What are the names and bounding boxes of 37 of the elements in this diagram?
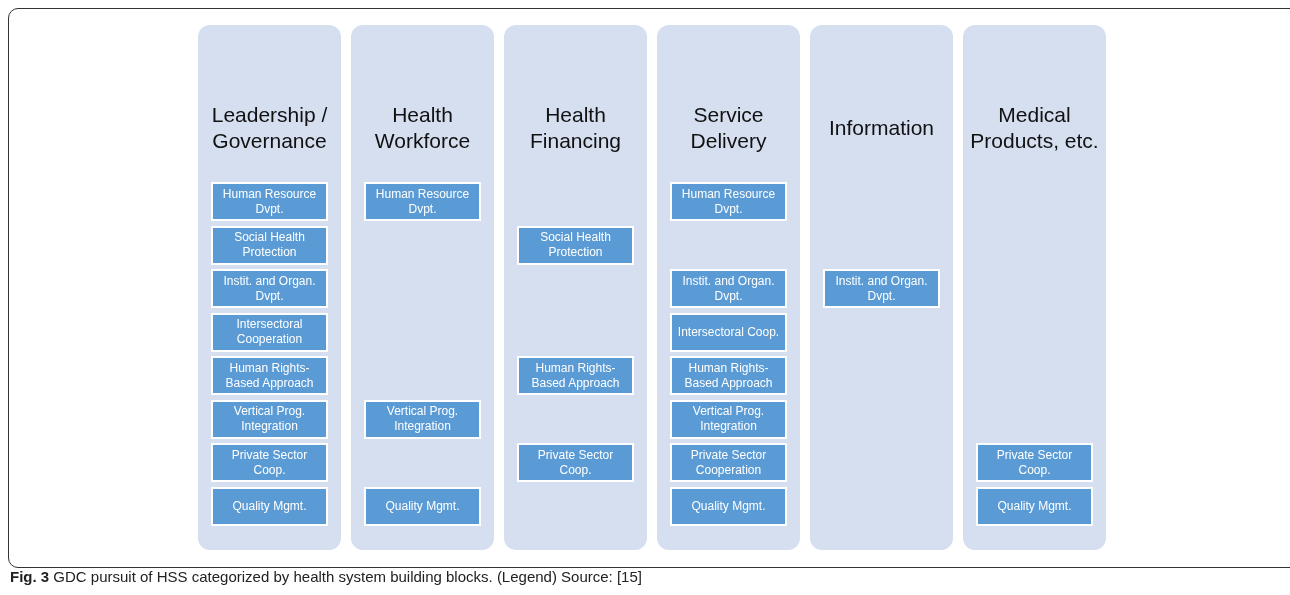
category-box: Private Sector Cooperation (670, 443, 787, 482)
category-box: Human Resource Dvpt. (670, 182, 787, 221)
category-box: Human Rights-Based Approach (517, 356, 634, 395)
category-box: Vertical Prog. Integration (670, 399, 787, 439)
column-heading: Service Delivery (689, 101, 768, 154)
category-box: Private Sector Coop. (517, 443, 634, 482)
category-box: Quality Mgmt. (670, 486, 787, 526)
column-panel (657, 25, 800, 550)
category-box: Vertical Prog. Integration (211, 399, 328, 439)
category-box: Quality Mgmt. (211, 486, 328, 526)
column-heading: Health Financing (528, 101, 623, 154)
column-heading: Health Workforce (373, 101, 472, 154)
category-box: Intersectoral Coop. (670, 312, 787, 352)
category-box: Private Sector Coop. (976, 443, 1093, 482)
column-heading: Information (827, 114, 936, 141)
category-box: Private Sector Coop. (211, 443, 328, 482)
category-box: Social Health Protection (517, 225, 634, 265)
column-panel (504, 25, 647, 550)
category-box: Instit. and Organ. Dvpt. (823, 269, 940, 308)
category-box: Human Resource Dvpt. (211, 182, 328, 221)
column-panel (963, 25, 1106, 550)
column-panel (198, 25, 341, 550)
category-box: Human Rights-Based Approach (670, 356, 787, 395)
category-box: Instit. and Organ. Dvpt. (670, 269, 787, 308)
category-box: Quality Mgmt. (976, 486, 1093, 526)
category-box: Human Resource Dvpt. (364, 182, 481, 221)
category-box: Instit. and Organ. Dvpt. (211, 269, 328, 308)
column-heading: Leadership / Governance (210, 101, 329, 154)
category-box: Social Health Protection (211, 225, 328, 265)
column-panel (351, 25, 494, 550)
figure-caption: Fig. 3 GDC pursuit of HSS categorized by health system building blocks. (Legend) Source: [15] (10, 568, 642, 585)
column-panel (810, 25, 953, 550)
category-box: Human Rights-Based Approach (211, 356, 328, 395)
category-box: Quality Mgmt. (364, 486, 481, 526)
column-heading: Medical Products, etc. (969, 101, 1100, 154)
category-box: Intersectoral Cooperation (211, 312, 328, 352)
category-box: Vertical Prog. Integration (364, 399, 481, 439)
